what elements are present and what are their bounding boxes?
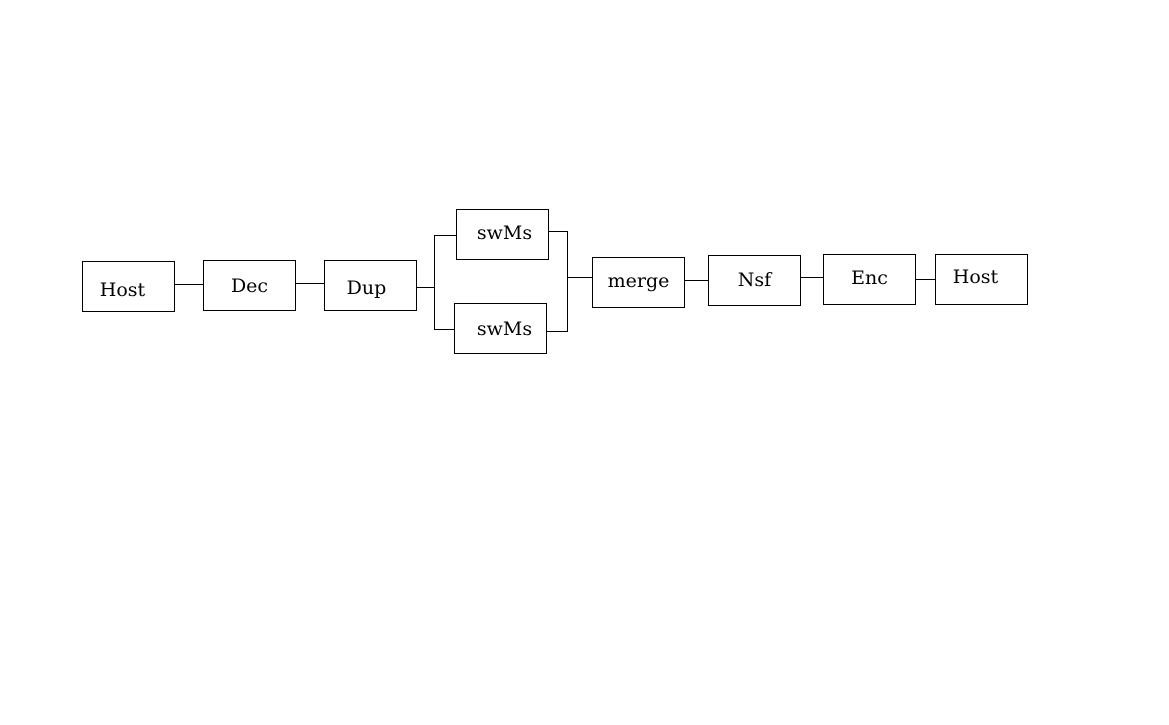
node-dec-label: Dec xyxy=(230,274,269,297)
node-nsf: Nsf xyxy=(708,255,801,306)
node-host-input: Host xyxy=(82,261,175,312)
node-dup: Dup xyxy=(324,260,417,311)
node-merge-label: merge xyxy=(607,269,670,292)
node-dup-label: Dup xyxy=(346,276,387,299)
node-host-output-label: Host xyxy=(952,265,999,288)
node-swms-bottom-label: swMs xyxy=(476,317,533,340)
node-swms-top: swMs xyxy=(456,209,549,260)
node-host-output: Host xyxy=(935,254,1028,305)
node-dec: Dec xyxy=(203,260,296,311)
node-enc: Enc xyxy=(823,254,916,305)
node-host-input-label: Host xyxy=(99,278,146,301)
node-enc-label: Enc xyxy=(851,266,888,289)
node-swms-bottom: swMs xyxy=(454,303,547,354)
node-merge: merge xyxy=(592,257,685,308)
node-swms-top-label: swMs xyxy=(476,221,533,244)
node-nsf-label: Nsf xyxy=(737,268,772,291)
